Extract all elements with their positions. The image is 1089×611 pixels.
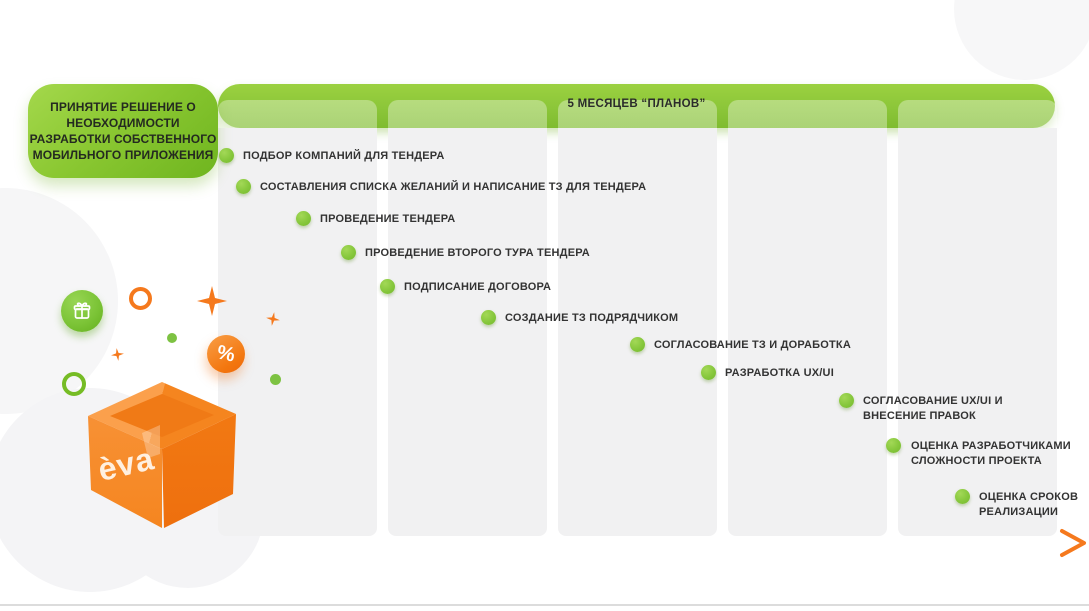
timeline-item-label: ПРОВЕДЕНИЕ ВТОРОГО ТУРА ТЕНДЕРА (365, 247, 590, 259)
timeline-item-label: СОСТАВЛЕНИЯ СПИСКА ЖЕЛАНИЙ И НАПИСАНИЕ Т… (260, 181, 647, 193)
timeline-dot (701, 365, 716, 380)
timeline-item-label: СОЗДАНИЕ ТЗ ПОДРЯДЧИКОМ (505, 312, 679, 324)
timeline-dot (839, 393, 854, 408)
timeline-dot (296, 211, 311, 226)
decision-card: ПРИНЯТИЕ РЕШЕНИЕ О НЕОБХОДИМОСТИ РАЗРАБО… (28, 84, 218, 178)
timeline-item-label: ПОДПИСАНИЕ ДОГОВОРА (404, 281, 552, 293)
timeline-dot (481, 310, 496, 325)
timeline-item-label: ОЦЕНКА СРОКОВ РЕАЛИЗАЦИИ (979, 491, 1079, 518)
green-ring-shape (62, 372, 86, 396)
decision-card-line: МОБИЛЬНОГО ПРИЛОЖЕНИЯ (32, 148, 214, 162)
timeline-dot (886, 438, 901, 453)
timeline-item-label: СОГЛАСОВАНИЕ UX/UI И ВНЕСЕНИЕ ПРАВОК (863, 395, 1003, 422)
bottom-divider (0, 604, 1089, 606)
green-dot-shape (167, 333, 177, 343)
decision-card-line: ПРИНЯТИЕ РЕШЕНИЕ О (50, 100, 196, 114)
timeline-dot (236, 179, 251, 194)
timeline-column (388, 100, 547, 536)
green-dot-shape (270, 374, 281, 385)
timeline-dot (341, 245, 356, 260)
decision-card-line: РАЗРАБОТКИ СОБСТВЕННОГО (29, 132, 217, 146)
timeline-dot (219, 148, 234, 163)
timeline-column (898, 100, 1057, 536)
parcel-box-illustration: èva (84, 376, 240, 532)
timeline-column (218, 100, 377, 536)
timeline-item-label: ПОДБОР КОМПАНИЙ ДЛЯ ТЕНДЕРА (243, 150, 445, 162)
timeline-column (558, 100, 717, 536)
timeline-dot (630, 337, 645, 352)
gift-badge (61, 290, 103, 332)
timeline-column (728, 100, 887, 536)
box-tape (142, 425, 160, 458)
timeline-item-label: ПРОВЕДЕНИЕ ТЕНДЕРА (320, 213, 456, 225)
timeline-item-label: ОЦЕНКА РАЗРАБОТЧИКАМИ СЛОЖНОСТИ ПРОЕКТА (911, 440, 1071, 467)
percent-badge-label: % (215, 340, 238, 367)
timeline-dot (955, 489, 970, 504)
timeline-arrow (54, 529, 1086, 557)
background-blob-top-right (954, 0, 1089, 80)
timeline-dot (380, 279, 395, 294)
orange-ring-shape (129, 287, 152, 310)
timeline-item-label: СОГЛАСОВАНИЕ ТЗ И ДОРАБОТКА (654, 339, 851, 351)
sparkle-icon (110, 347, 125, 362)
timeline-bar-title: 5 МЕСЯЦЕВ “ПЛАНОВ” (567, 98, 706, 110)
gift-icon (73, 302, 91, 319)
decision-card-line: НЕОБХОДИМОСТИ (66, 116, 180, 130)
timeline-item-label: РАЗРАБОТКА UX/UI (725, 367, 834, 379)
